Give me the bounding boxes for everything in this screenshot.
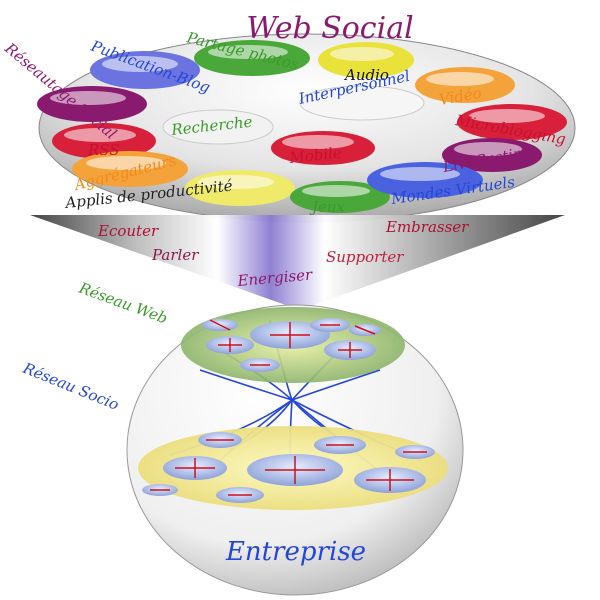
bubble-interpersonnel xyxy=(299,85,425,121)
action-embrasser: Embrasser xyxy=(385,218,469,236)
network-plane-web xyxy=(181,307,405,383)
funnel xyxy=(30,215,565,310)
label-audio: Audio xyxy=(343,66,389,84)
network-plane-socio xyxy=(138,426,448,510)
label-jeux: Jeux xyxy=(309,198,346,216)
label-mobile: Mobile xyxy=(288,144,343,168)
label-rss: RSS xyxy=(87,141,120,159)
diagram-title: Web Social xyxy=(246,11,413,46)
bubble-group xyxy=(37,40,567,213)
bubble-recherche xyxy=(162,109,274,145)
label-entreprise: Entreprise xyxy=(225,537,366,567)
label-reseau-web: Réseau Web xyxy=(76,279,170,328)
action-parler: Parler xyxy=(151,246,199,264)
label-reseau-socio: Réseau Socio xyxy=(20,359,122,414)
action-ecouter: Ecouter xyxy=(97,222,159,240)
action-supporter: Supporter xyxy=(326,248,404,266)
